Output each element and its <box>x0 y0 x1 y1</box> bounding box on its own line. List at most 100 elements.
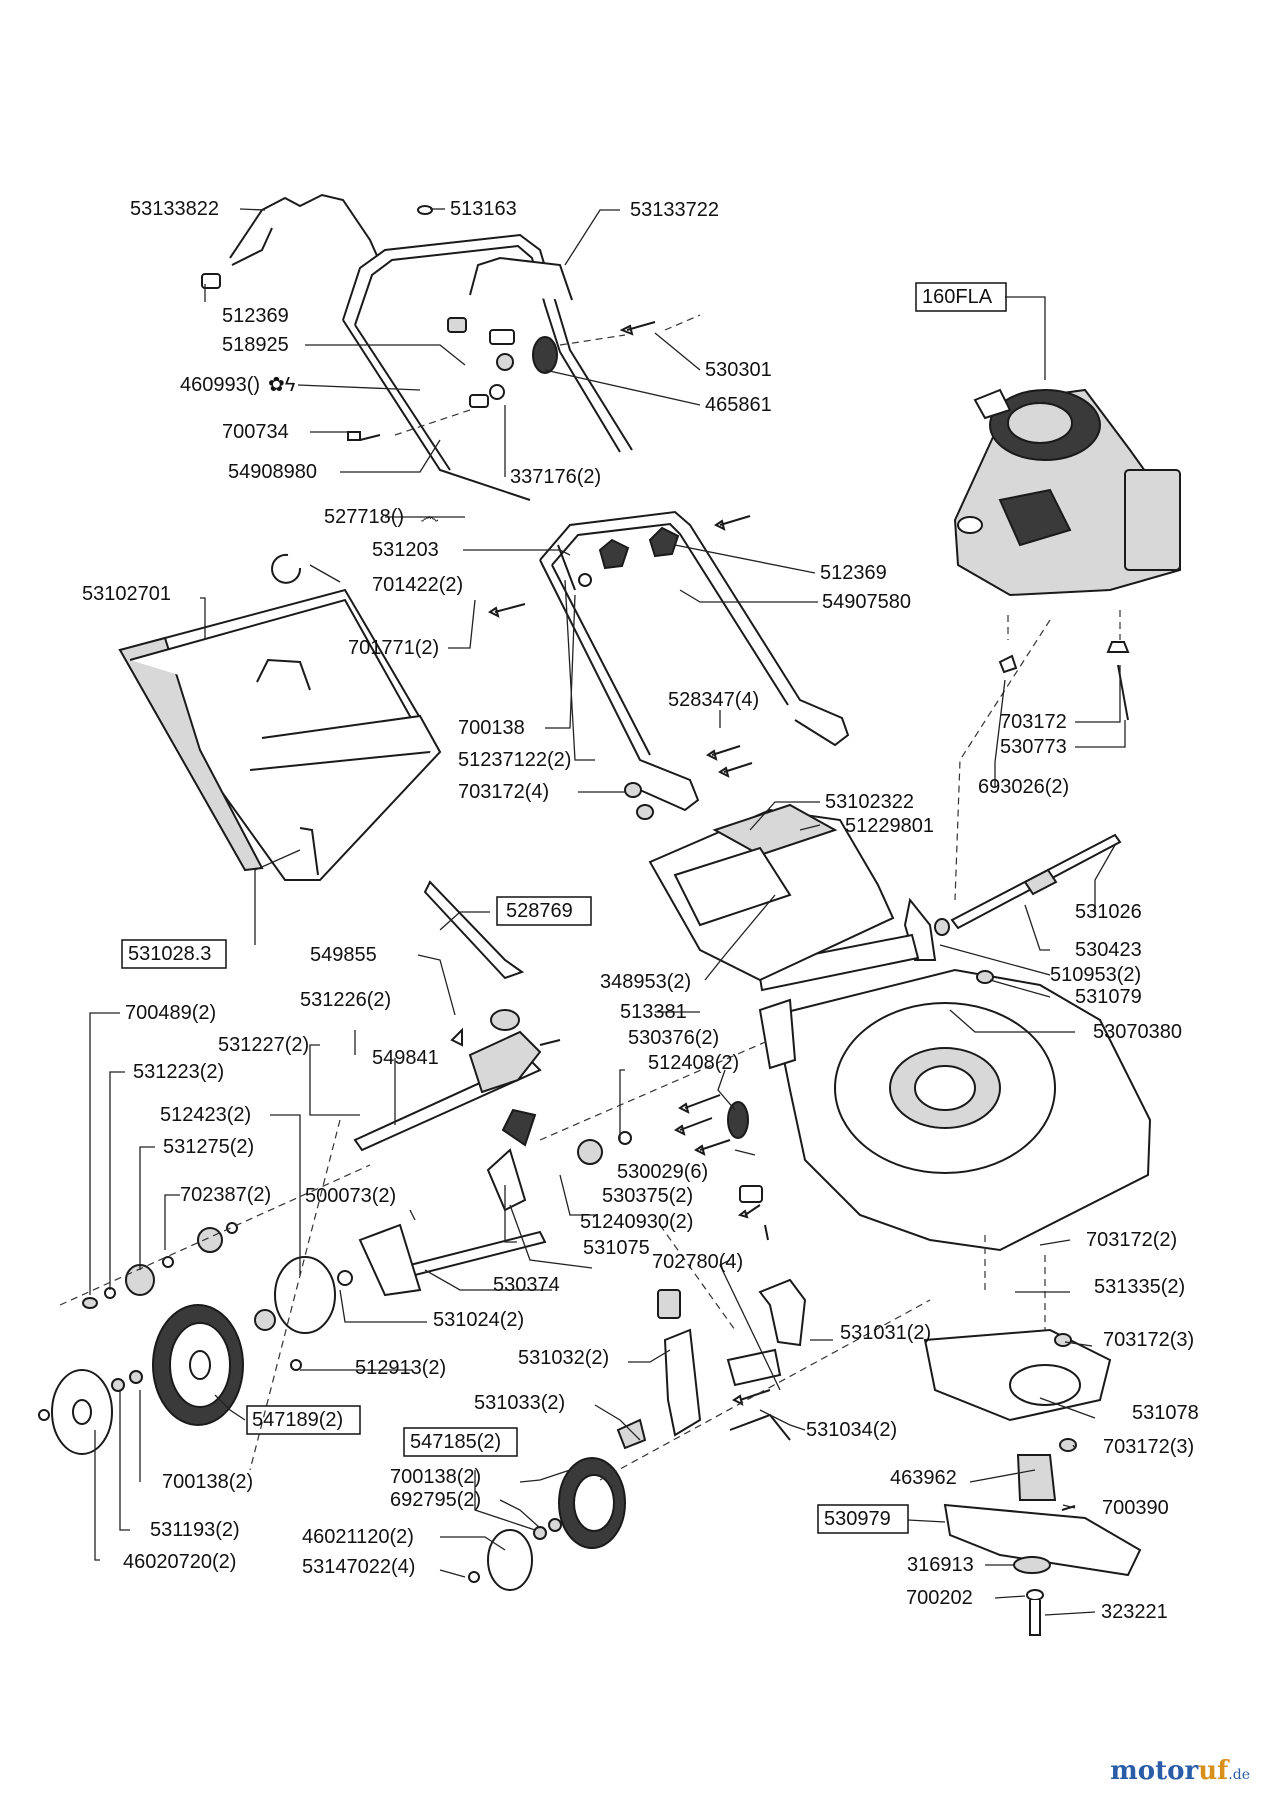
part-label: 701771(2) <box>348 637 439 659</box>
part-label: 700138(2) <box>390 1466 481 1488</box>
part-label: 531032(2) <box>518 1347 609 1369</box>
part-label: 513163 <box>450 198 517 220</box>
part-label: 531033(2) <box>474 1392 565 1414</box>
part-label: 547185(2) <box>410 1431 501 1453</box>
part-label: 531034(2) <box>806 1419 897 1441</box>
part-label: 53102322 <box>825 791 914 813</box>
gearbox-icon <box>468 1030 542 1094</box>
part-label: 703172(2) <box>1086 1229 1177 1251</box>
part-label: 531223(2) <box>133 1061 224 1083</box>
leader-lines <box>89 208 1126 1616</box>
part-label: 530029(6) <box>617 1161 708 1183</box>
nut-icon <box>201 273 221 289</box>
part-label: 513381 <box>620 1001 687 1023</box>
part-label: 693026(2) <box>978 776 1069 798</box>
label-boxes <box>121 282 1007 1534</box>
brand-suffix: .de <box>1228 1767 1250 1783</box>
part-label: 692795(2) <box>390 1489 481 1511</box>
parts-drawing <box>38 193 1181 1636</box>
part-label: 530374 <box>493 1274 560 1296</box>
height-bracket-icon <box>758 1278 807 1347</box>
part-label: 530773 <box>1000 736 1067 758</box>
part-label: 700202 <box>906 1587 973 1609</box>
part-label: 512369 <box>820 562 887 584</box>
part-label: 700138(2) <box>162 1471 253 1493</box>
star-knob-icon <box>598 538 630 570</box>
part-label: 703172 <box>1000 711 1067 733</box>
part-label: 703172(3) <box>1103 1329 1194 1351</box>
brand-name-a: motor <box>1110 1756 1199 1786</box>
part-label: 53102701 <box>82 583 171 605</box>
part-label: 547189(2) <box>252 1409 343 1431</box>
blade-holder-icon <box>1016 1454 1057 1501</box>
part-label: 51229801 <box>845 815 934 837</box>
part-label: 531226(2) <box>300 989 391 1011</box>
part-label: 531026 <box>1075 901 1142 923</box>
part-label: 512369 <box>222 305 289 327</box>
part-label: 531075 <box>583 1237 650 1259</box>
part-label: 701422(2) <box>372 574 463 596</box>
part-label: 531275(2) <box>163 1136 254 1158</box>
drive-pulley-icon <box>501 1108 537 1147</box>
part-label: 531024(2) <box>433 1309 524 1331</box>
part-label: 53147022(4) <box>302 1556 415 1578</box>
part-label: 512913(2) <box>355 1357 446 1379</box>
part-label: 518925 <box>222 334 289 356</box>
part-label: 530375(2) <box>602 1185 693 1207</box>
part-label: 530979 <box>824 1508 891 1530</box>
part-label: 700138 <box>458 717 525 739</box>
part-label: 463962 <box>890 1467 957 1489</box>
part-label: 512408(2) <box>648 1052 739 1074</box>
part-label: 531078 <box>1132 1402 1199 1424</box>
hubcap-icon <box>487 1529 533 1591</box>
part-label: 160FLA <box>922 286 993 308</box>
part-label: 531203 <box>372 539 439 561</box>
part-label: 46020720(2) <box>123 1551 236 1573</box>
part-label: 53070380 <box>1093 1021 1182 1043</box>
part-label: 702780(4) <box>652 1251 743 1273</box>
part-label: 703172(3) <box>1103 1436 1194 1458</box>
part-label: 531193(2) <box>150 1519 240 1541</box>
part-label: 46021120(2) <box>302 1526 414 1548</box>
part-label: 700390 <box>1102 1497 1169 1519</box>
part-label: 53133722 <box>630 199 719 221</box>
part-label: 531335(2) <box>1094 1276 1185 1298</box>
part-label: 337176(2) <box>510 466 601 488</box>
part-label: 528769 <box>506 900 573 922</box>
part-label: 700734 <box>222 421 289 443</box>
part-label: 700489(2) <box>125 1002 216 1024</box>
part-label: 531028.3 <box>128 943 211 965</box>
part-label: 531031(2) <box>840 1322 931 1344</box>
part-label: 531079 <box>1075 986 1142 1008</box>
part-label: 500073(2) <box>305 1185 396 1207</box>
part-label: 702387(2) <box>180 1184 271 1206</box>
brand-name-b: uf <box>1198 1756 1229 1786</box>
part-label: 460993() <box>180 374 260 396</box>
mower-blade-icon <box>943 1503 1142 1577</box>
part-label: 531227(2) <box>218 1034 309 1056</box>
part-label: 530423 <box>1075 939 1142 961</box>
brand-logo: motoruf.de <box>1110 1756 1250 1786</box>
tool-icon: ✿ϟ <box>268 374 296 396</box>
part-label: 323221 <box>1101 1601 1168 1623</box>
part-label: 703172(4) <box>458 781 549 803</box>
part-label: 54908980 <box>228 461 317 483</box>
part-label: 54907580 <box>822 591 911 613</box>
part-label: 316913 <box>907 1554 974 1576</box>
part-label: 528347(4) <box>668 689 759 711</box>
part-label: 51240930(2) <box>580 1211 693 1233</box>
part-label: 527718() <box>324 506 404 528</box>
part-label: 348953(2) <box>600 971 691 993</box>
part-label: 530301 <box>705 359 772 381</box>
part-label: 530376(2) <box>628 1027 719 1049</box>
part-label: 549855 <box>310 944 377 966</box>
spring-icon: ෴ <box>420 506 439 528</box>
part-label: 512423(2) <box>160 1104 251 1126</box>
part-label: 51237122(2) <box>458 749 571 771</box>
part-labels: 53133822 513163 53133722 512369 518925 5… <box>82 198 1199 1623</box>
cable-clamp-icon <box>532 336 558 374</box>
part-label: 510953(2) <box>1050 964 1141 986</box>
part-label: 465861 <box>705 394 772 416</box>
part-label: 549841 <box>372 1047 439 1069</box>
